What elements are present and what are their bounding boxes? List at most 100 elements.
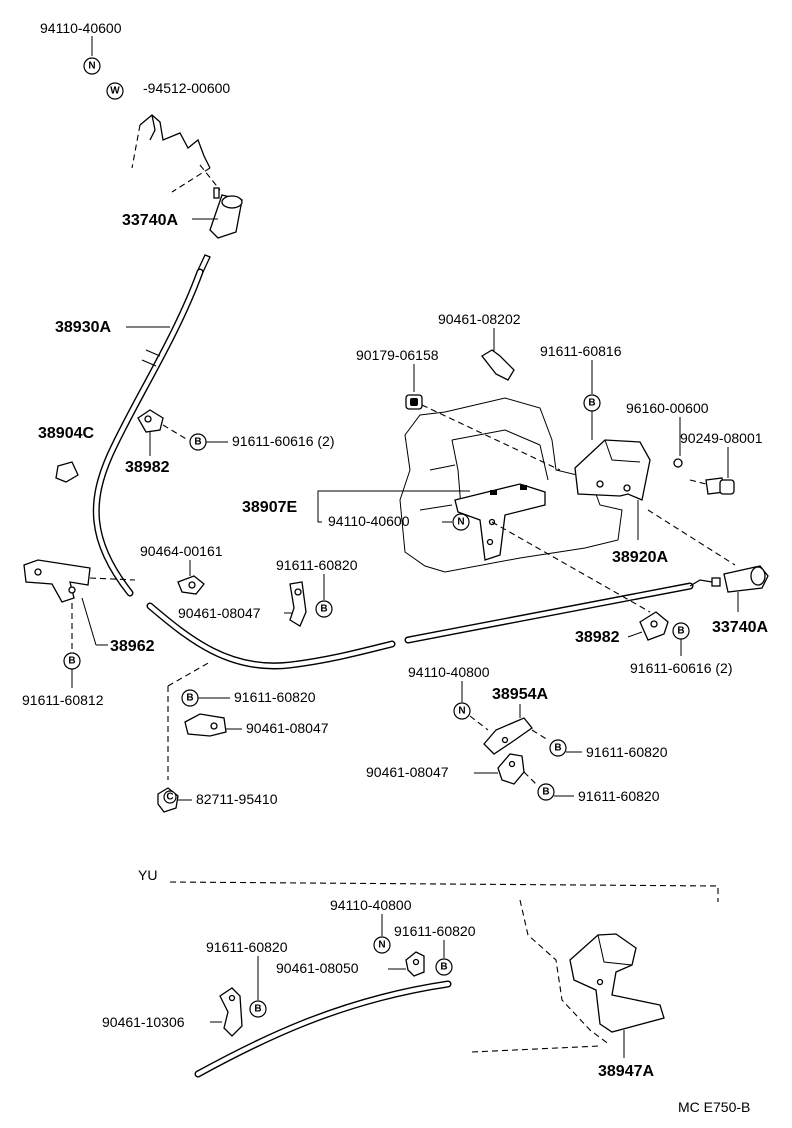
- clip-90461-08047-a: 91611-60820 B 90461-08047: [178, 557, 358, 627]
- part-number-38982-right: 38982: [575, 629, 620, 646]
- part-number-90461-08047-a: 90461-08047: [178, 605, 261, 621]
- bolt-callout-91611-60820-c: B 91611-60820: [549, 739, 668, 760]
- part-number-38930a: 38930A: [55, 319, 111, 336]
- svg-text:N: N: [458, 706, 465, 717]
- washer-symbol-icon: W: [106, 82, 124, 100]
- top-nut-callout: 94110-40600 N: [40, 20, 122, 75]
- nut-callout-94110-40800: 94110-40800 N: [408, 664, 490, 731]
- svg-text:W: W: [110, 86, 120, 97]
- part-number-38954a: 38954A: [492, 686, 548, 703]
- bolt-symbol-icon: B: [583, 394, 601, 412]
- bracket-38907e: 38907E 94110-40600 N: [242, 483, 651, 613]
- part-number-94110-40600-top: 94110-40600: [40, 20, 122, 36]
- svg-text:B: B: [68, 656, 75, 667]
- part-number-38962: 38962: [110, 638, 155, 655]
- part-number-90464-00161: 90464-00161: [140, 543, 223, 559]
- bolt-symbol-icon: B: [672, 622, 690, 640]
- yu-part-number-91611-60820-a: 91611-60820: [206, 939, 288, 955]
- part-number-90179-06158: 90179-06158: [356, 347, 439, 363]
- cable-lower-run: [146, 582, 694, 670]
- yu-section: YU 38947A 94110-40800 N 91611-60820 B: [102, 867, 719, 1080]
- part-number-91611-60616-left: 91611-60616 (2): [232, 433, 334, 449]
- svg-text:B: B: [320, 604, 327, 615]
- grommet-38904c: 38904C: [38, 425, 94, 483]
- bracket-38962: 38962: [23, 559, 155, 655]
- bolt-symbol-icon: B: [63, 652, 81, 670]
- part-number-94110-40600-mid: 94110-40600: [328, 513, 410, 529]
- yu-part-number-94110-40800: 94110-40800: [330, 897, 412, 913]
- nut-symbol-icon: N: [452, 513, 470, 531]
- part-number-91611-60816: 91611-60816: [540, 343, 622, 359]
- part-number-33740a-top: 33740A: [122, 212, 178, 229]
- part-number-38907e: 38907E: [242, 499, 297, 516]
- part-number-91611-60820-b: 91611-60820: [234, 689, 316, 705]
- part-number-38982-left: 38982: [125, 459, 170, 476]
- part-number-90461-08047-c: 90461-08047: [366, 764, 449, 780]
- diagram-code: MC E750-B: [678, 1099, 750, 1115]
- part-number-94110-40800: 94110-40800: [408, 664, 490, 680]
- bolt-callout-91611-60616-right: B 91611-60616 (2): [630, 622, 732, 676]
- yu-part-number-91611-60820-b: 91611-60820: [394, 923, 476, 939]
- part-number-33740a-right: 33740A: [712, 619, 768, 636]
- bolt-90249-08001: 90249-08001: [680, 430, 763, 495]
- bolt-symbol-icon: B: [549, 739, 567, 757]
- svg-text:B: B: [542, 787, 549, 798]
- svg-text:N: N: [378, 940, 385, 951]
- part-number-82711-95410: 82711-95410: [196, 791, 278, 807]
- bolt-callout-91611-60820-b: B 91611-60820: [167, 661, 316, 780]
- bracket-38920a: 38920A: [574, 439, 736, 566]
- clip-38982-right: 38982: [575, 611, 669, 646]
- bracket-38954a: 38954A: [483, 686, 548, 755]
- bolt-callout-91611-60616-left: B 91611-60616 (2): [189, 433, 334, 451]
- clip-90461-08047-c: 90461-08047: [366, 753, 539, 787]
- svg-text:C: C: [166, 792, 173, 803]
- clip-82711-95410: C 82711-95410: [157, 787, 278, 813]
- clip-90464-00161: 90464-00161: [140, 543, 223, 595]
- bolt-callout-91611-60816: 91611-60816 B: [540, 343, 622, 440]
- part-number-91611-60820-c: 91611-60820: [586, 744, 668, 760]
- svg-text:B: B: [677, 626, 684, 637]
- svg-text:B: B: [440, 962, 447, 973]
- cable-end-33740a-right: 33740A: [689, 565, 769, 636]
- part-number-91611-60820-a: 91611-60820: [276, 557, 358, 573]
- bolt-symbol-icon: B: [249, 1000, 267, 1018]
- part-number-90461-08047-b: 90461-08047: [246, 720, 329, 736]
- bolt-symbol-icon: B: [189, 433, 207, 451]
- cable-38930a: 38930A: [55, 254, 211, 597]
- svg-text:N: N: [457, 517, 464, 528]
- svg-text:B: B: [588, 398, 595, 409]
- nut-symbol-icon: N: [453, 702, 471, 720]
- bolt-symbol-icon: B: [435, 958, 453, 976]
- bolt-callout-91611-60812: B 91611-60812: [22, 652, 104, 708]
- yu-section-title: YU: [138, 867, 157, 883]
- bolt-symbol-icon: B: [181, 689, 199, 707]
- clip-symbol-icon: C: [163, 790, 177, 804]
- top-washer-callout: W -94512-00600: [106, 80, 230, 100]
- svg-text:N: N: [88, 61, 95, 72]
- nut-symbol-icon: N: [83, 57, 101, 75]
- washer-96160-00600: 96160-00600: [626, 400, 709, 468]
- svg-text:B: B: [194, 437, 201, 448]
- svg-text:B: B: [186, 693, 193, 704]
- bolt-symbol-icon: B: [537, 783, 555, 801]
- part-number-96160-00600: 96160-00600: [626, 400, 709, 416]
- cable-end-33740a-top: 33740A: [122, 187, 243, 239]
- part-number-91611-60616-right: 91611-60616 (2): [630, 660, 732, 676]
- part-number-94512-00600: -94512-00600: [143, 80, 230, 96]
- clip-90461-08047-b: 90461-08047: [184, 713, 329, 737]
- part-number-91611-60812: 91611-60812: [22, 692, 104, 708]
- part-number-38904c: 38904C: [38, 425, 94, 442]
- throttle-linkage-drawing: [131, 114, 221, 193]
- part-number-91611-60820-d: 91611-60820: [578, 788, 660, 804]
- bolt-callout-91611-60820-d: B 91611-60820: [537, 783, 660, 804]
- yu-part-number-90461-10306: 90461-10306: [102, 1014, 185, 1030]
- clip-90461-08202: 90461-08202: [438, 311, 521, 381]
- part-number-90249-08001: 90249-08001: [680, 430, 763, 446]
- clip-38982-left: 38982: [125, 409, 189, 476]
- bolt-symbol-icon: B: [315, 600, 333, 618]
- part-number-90461-08202: 90461-08202: [438, 311, 521, 327]
- yu-part-number-90461-08050: 90461-08050: [276, 960, 359, 976]
- svg-text:B: B: [554, 743, 561, 754]
- nut-90179-06158: 90179-06158: [356, 347, 561, 471]
